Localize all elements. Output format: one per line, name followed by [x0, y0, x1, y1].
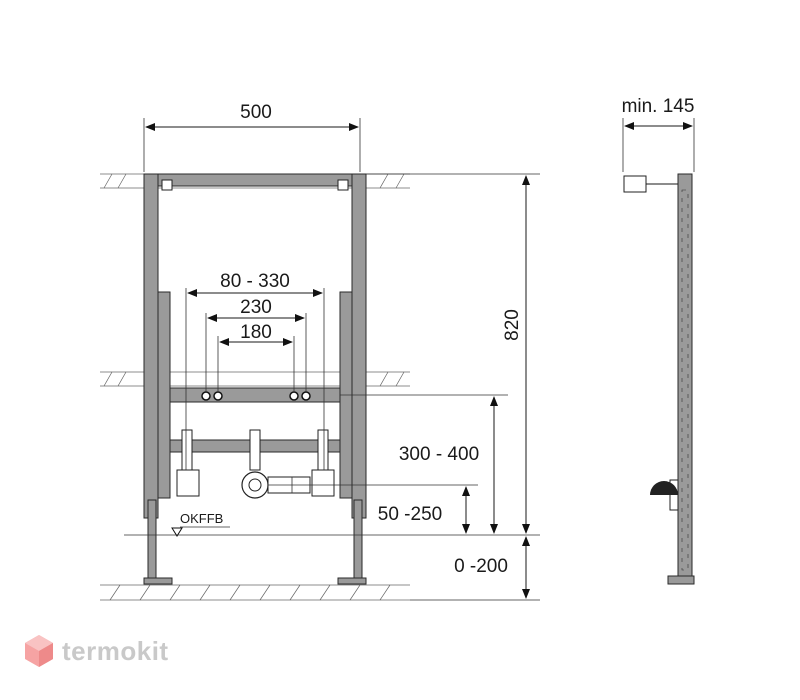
dimension-bracket-height-label: 300 - 400	[399, 444, 479, 465]
dimension-width: 500	[143, 102, 361, 172]
floor-reference-label: OKFFB	[180, 511, 223, 526]
dimension-side-depth: min. 145	[622, 96, 695, 172]
mounting-brackets	[176, 429, 335, 497]
dimension-width-label: 500	[240, 102, 272, 123]
floor-reference-marker	[171, 527, 183, 537]
front-frame	[143, 173, 367, 585]
brand-name: termokit	[62, 635, 169, 666]
dimension-foot-range: 0 -200	[410, 536, 540, 601]
dimension-drain-height-label: 50 -250	[378, 504, 442, 525]
dimension-height-label: 820	[502, 309, 523, 341]
dimension-bracket-height: 300 - 400	[340, 394, 508, 534]
side-view-frame	[623, 173, 695, 585]
dimension-spacing-inner: 180	[217, 322, 295, 392]
dimension-foot-range-label: 0 -200	[454, 556, 508, 577]
dimension-spacing-inner-label: 180	[240, 322, 272, 343]
dimension-range-label: 80 - 330	[220, 271, 290, 292]
dimension-spacing-mid: 230	[205, 297, 307, 392]
brand-logo: termokit	[24, 634, 169, 668]
floor-hatch	[100, 584, 410, 601]
dimension-height: 820	[366, 173, 540, 534]
dimension-range: 80 - 330	[185, 271, 325, 470]
cube-icon	[25, 635, 53, 667]
dimension-drain-height: 50 -250	[268, 484, 478, 534]
dimension-spacing-mid-label: 230	[240, 297, 272, 318]
dimension-side-depth-label: min. 145	[622, 96, 695, 117]
